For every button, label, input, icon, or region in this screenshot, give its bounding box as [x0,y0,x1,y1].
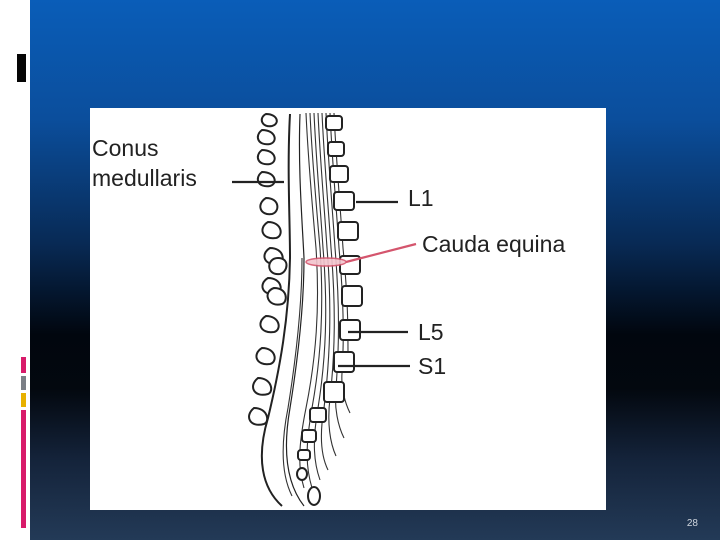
posterior-processes [248,112,288,426]
page-number: 28 [686,518,698,529]
spine-illustration [232,112,417,507]
label-conus: Conus [92,135,159,161]
cauda-leader-line [345,242,417,264]
spinal-canal-outline-inner [285,113,305,507]
label-cauda-equina: Cauda equina [422,231,566,257]
accent-bar-gray [21,376,26,390]
spinal-canal-outline [260,113,292,507]
accent-block-black [17,54,26,82]
accent-bar-yellow [21,393,26,407]
spine-diagram: Conus medullaris L1 Cauda equina L5 S1 [90,108,606,510]
label-l5: L5 [418,319,444,345]
cauda-highlight [305,257,347,267]
label-medullaris: medullaris [92,165,197,191]
accent-bar-pink-top [21,357,26,373]
label-l1: L1 [408,185,434,211]
accent-bar-pink-bottom [21,410,26,528]
label-s1: S1 [418,353,447,379]
